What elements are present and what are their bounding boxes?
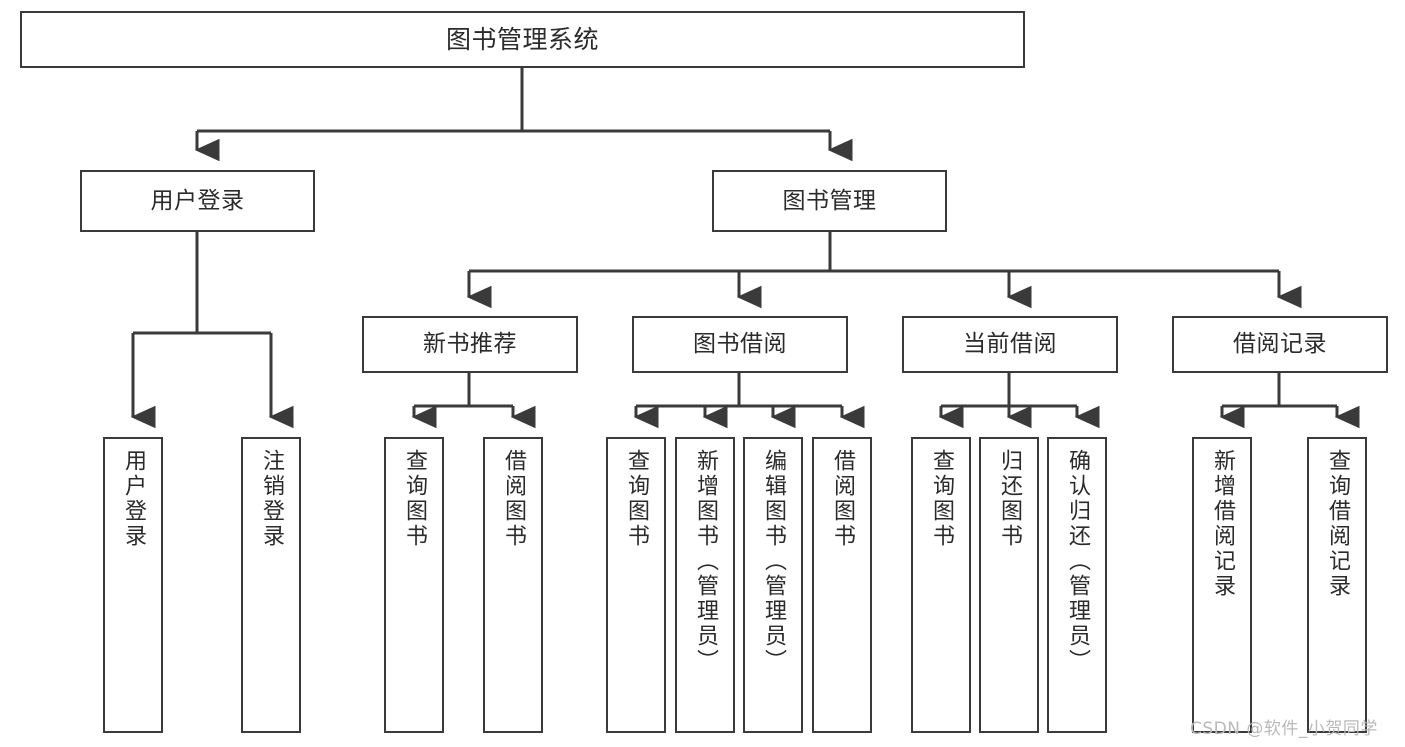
leaf-add-book-admin[interactable]: 新增图书（管理员） — [675, 437, 735, 733]
leaf-borrow-book[interactable]: 借阅图书 — [812, 437, 872, 733]
node-label: 查询图书 — [402, 449, 427, 549]
leaf-query-borrow-record[interactable]: 查询借阅记录 — [1307, 437, 1367, 733]
leaf-borrow-book-recommend[interactable]: 借阅图书 — [483, 437, 543, 733]
node-label: 用户登录 — [150, 187, 245, 214]
node-user-login[interactable]: 用户登录 — [80, 170, 315, 232]
node-label: 图书借阅 — [693, 331, 787, 358]
leaf-query-book-borrow[interactable]: 查询图书 — [606, 437, 666, 733]
node-label: 用户登录 — [121, 449, 146, 549]
node-label: 查询借阅记录 — [1325, 449, 1350, 599]
node-root-book-management-system[interactable]: 图书管理系统 — [20, 11, 1025, 68]
leaf-query-book-recommend[interactable]: 查询图书 — [384, 437, 444, 733]
node-label: 借阅图书 — [501, 449, 526, 549]
leaf-query-book-current[interactable]: 查询图书 — [911, 437, 971, 733]
node-label: 借阅图书 — [830, 449, 855, 549]
node-label: 查询图书 — [929, 449, 954, 549]
leaf-confirm-return-admin[interactable]: 确认归还（管理员） — [1047, 437, 1107, 733]
leaf-add-borrow-record[interactable]: 新增借阅记录 — [1192, 437, 1252, 733]
node-label: 当前借阅 — [963, 331, 1057, 358]
node-current-borrow[interactable]: 当前借阅 — [902, 316, 1118, 373]
node-new-book-recommend[interactable]: 新书推荐 — [362, 316, 578, 373]
node-label: 归还图书 — [997, 449, 1022, 549]
leaf-logout-login[interactable]: 注销登录 — [241, 437, 301, 733]
node-label: 图书管理 — [782, 187, 877, 214]
node-book-management[interactable]: 图书管理 — [712, 170, 947, 232]
watermark-text: CSDN @软件_小贺同学 — [1190, 719, 1378, 739]
node-label: 图书管理系统 — [445, 25, 599, 54]
node-label: 注销登录 — [259, 449, 284, 549]
node-book-borrow[interactable]: 图书借阅 — [632, 316, 848, 373]
leaf-return-book[interactable]: 归还图书 — [979, 437, 1039, 733]
node-label: 编辑图书（管理员） — [761, 449, 786, 674]
node-label: 新增借阅记录 — [1210, 449, 1235, 599]
node-label: 新增图书（管理员） — [693, 449, 718, 674]
leaf-edit-book-admin[interactable]: 编辑图书（管理员） — [743, 437, 803, 733]
node-label: 借阅记录 — [1233, 331, 1327, 358]
leaf-user-login[interactable]: 用户登录 — [103, 437, 163, 733]
node-borrow-record[interactable]: 借阅记录 — [1172, 316, 1388, 373]
node-label: 确认归还（管理员） — [1065, 449, 1090, 674]
node-label: 查询图书 — [624, 449, 649, 549]
node-label: 新书推荐 — [423, 331, 517, 358]
